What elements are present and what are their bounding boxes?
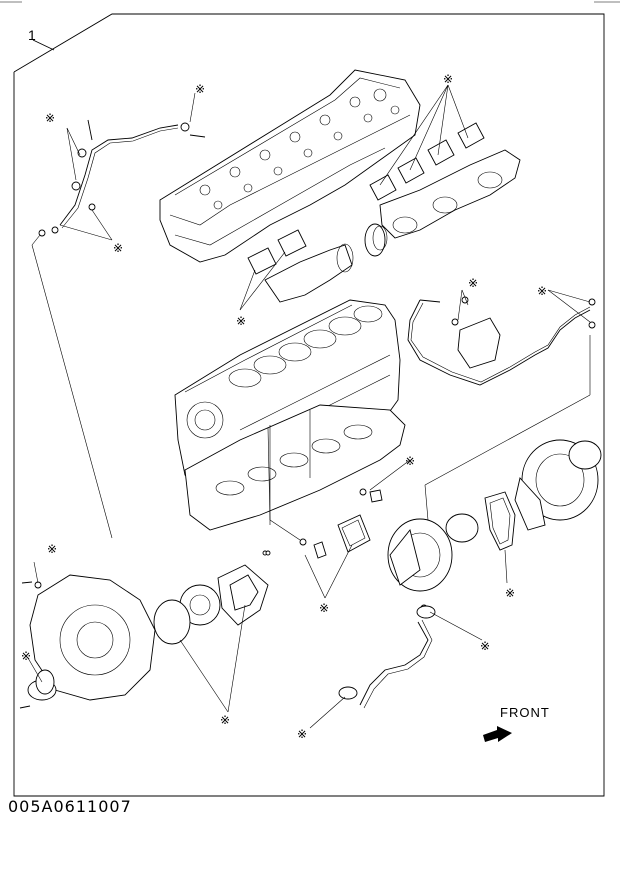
oil-cooler-line: [407, 296, 596, 386]
asterisk-mark: ※: [405, 454, 415, 468]
asterisk-mark: ※: [21, 649, 31, 663]
asterisk-mark: ※: [297, 727, 307, 741]
rear-seal-parts: [19, 581, 57, 709]
asterisk-mark: ※: [319, 601, 329, 615]
asterisk-mark: ※: [537, 284, 547, 298]
asterisk-mark: ※: [45, 111, 55, 125]
front-label: FRONT: [500, 705, 550, 720]
callout-number: 1: [28, 27, 36, 43]
cylinder-head: [159, 69, 421, 263]
water-pump: [153, 550, 271, 645]
asterisk-mark: ※: [236, 314, 246, 328]
manifold-gaskets: [247, 122, 485, 275]
exhaust-manifold: [379, 149, 521, 239]
asterisk-mark: ※: [505, 586, 515, 600]
asterisk-mark: ※: [468, 276, 478, 290]
asterisk-mark: ※: [195, 82, 205, 96]
crankcase: [184, 404, 406, 531]
oil-feed-pipe: [38, 119, 206, 237]
page-edge-marks: [0, 1, 620, 15]
asterisk-mark: ※: [47, 542, 57, 556]
turbocharger-left: [387, 513, 479, 592]
asterisk-mark: ※: [443, 72, 453, 86]
asterisk-mark: ※: [220, 713, 230, 727]
turbo-gasket: [484, 491, 516, 551]
asterisk-mark: ※: [480, 639, 490, 653]
front-arrow-icon: [483, 726, 512, 742]
turbo-mount-gasket: [337, 514, 371, 553]
oil-return-pipe: [338, 605, 436, 709]
turbocharger-right: [514, 439, 602, 531]
asterisk-mark: ※: [113, 241, 123, 255]
drawing-code: 005A0611007: [8, 797, 132, 816]
asterisk-callouts: ※ ※ ※ ※ ※ ※ ※ ※ ※ ※ ※ ※ ※ ※ ※: [21, 72, 547, 741]
kit-frame: [13, 13, 605, 797]
intake-pipe: [264, 223, 388, 303]
leader-lines: [27, 84, 591, 729]
flywheel-housing: [29, 574, 156, 701]
